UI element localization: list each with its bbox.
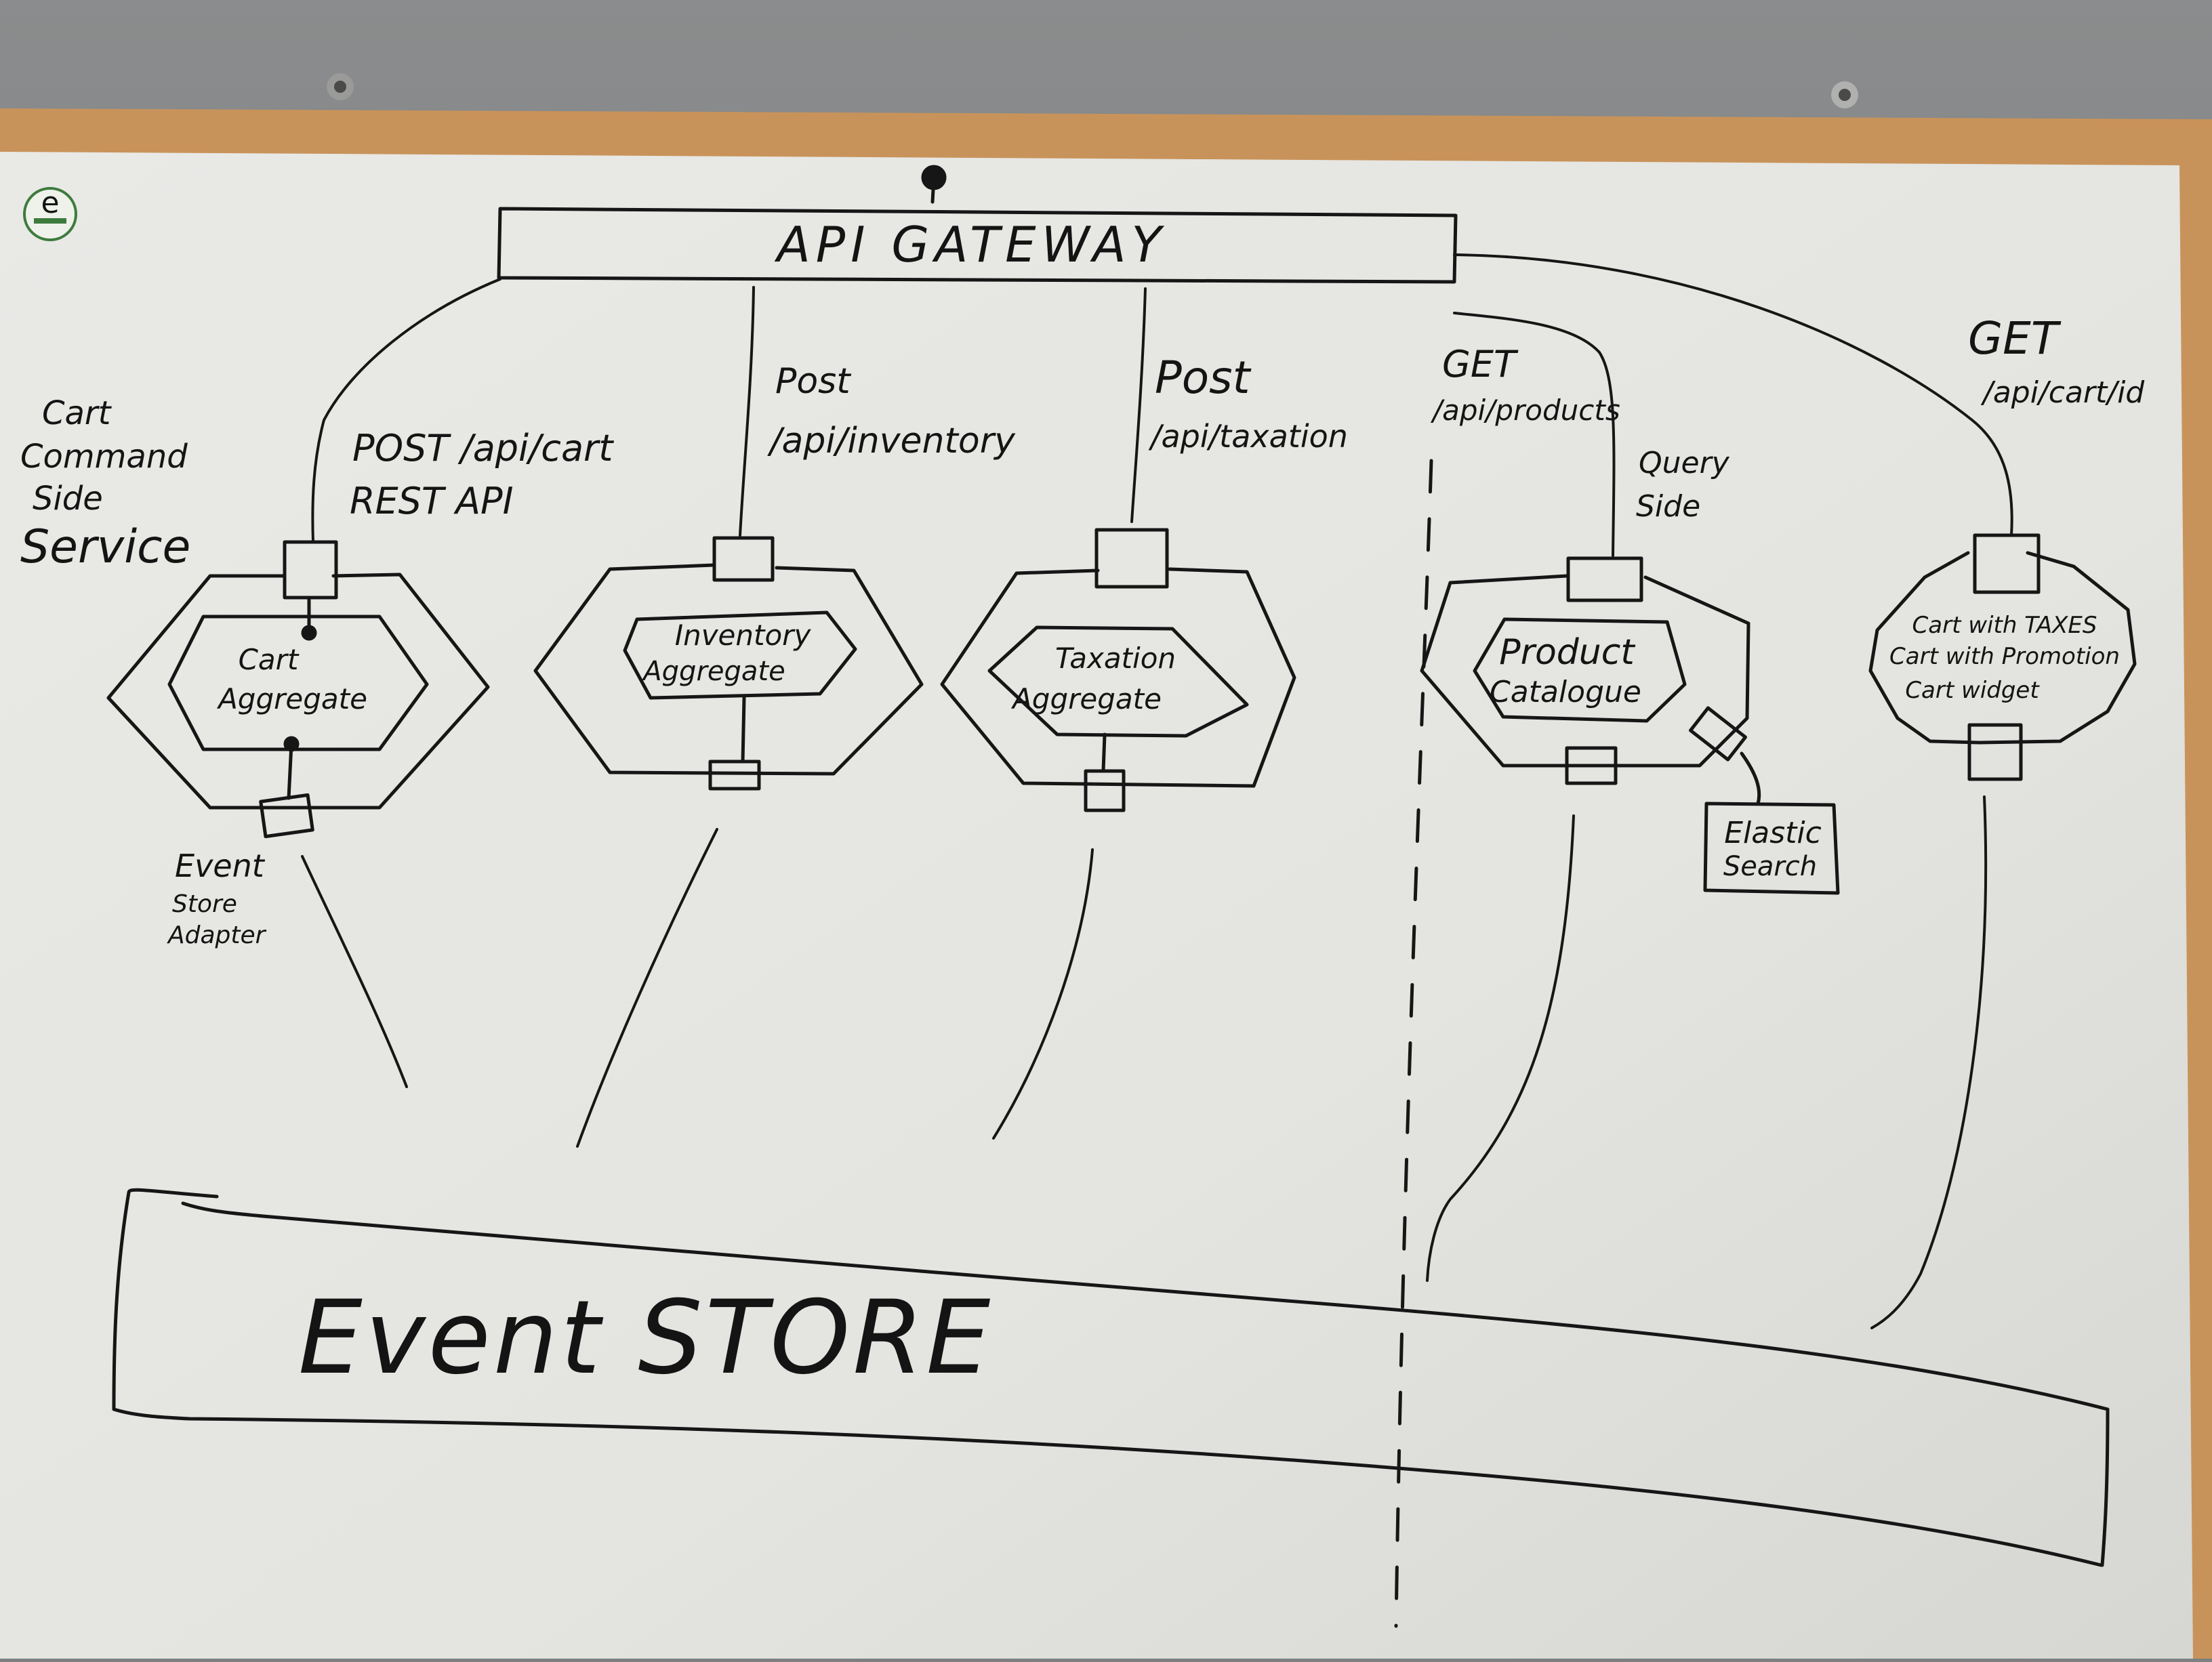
cart-widget-service [1868,533,2137,781]
product-service-outer-hexagon [1420,574,1750,768]
cart-aggregate-inner-hexagon [167,615,429,751]
query-side-line-1: Query [1639,446,1730,480]
cart-widget-endpoint-line-1: GET [1968,312,2062,365]
connector-gateway-product [1453,312,1616,557]
product-port-top [1566,556,1643,602]
api-gateway-label: API GATEWAY [775,216,1167,273]
product-service [1420,556,1840,895]
elastic-search-line-2: Search [1723,851,1817,882]
inventory-service [533,536,924,791]
svg-text:e: e [41,186,59,220]
product-port-search [1688,706,1748,762]
cart-widget-line-1: Cart with TAXES [1912,612,2097,639]
cart-annotation-line-2: Command [20,438,188,476]
cart-annotation-line-1: Cart [42,394,112,432]
event-store-box [112,1188,2110,1567]
taxation-service [940,528,1296,812]
board-surface [0,152,2193,1659]
cart-aggregate-line-2: Aggregate [216,682,367,715]
mounting-screw-right [1831,81,1858,108]
cart-port-link-bottom [287,742,293,800]
api-gateway-box [497,207,1458,284]
cart-annotation-line-4: Service [20,520,190,574]
connector-gateway-taxation [1130,287,1147,523]
inventory-port-link-bottom [741,696,746,764]
cart-aggregate-line-1: Cart [239,643,300,676]
product-endpoint-line-2: /api/products [1430,394,1620,427]
link-product-eventstore [1426,814,1575,1282]
inventory-port-top [712,536,775,582]
elastic-search-box [1703,802,1840,895]
inventory-port-bottom [708,760,761,791]
taxation-endpoint-line-2: /api/taxation [1148,418,1348,455]
gateway-pin-head [921,165,947,190]
inventory-endpoint-line-2: /api/inventory [767,421,1016,461]
cart-port-dot-top [301,625,317,641]
cart-widget-line-2: Cart with Promotion [1889,643,2120,670]
event-store-adapter-line-1: Event [175,848,266,884]
connector-gateway-cart-widget [1453,253,2013,537]
elastic-search-line-1: Elastic [1724,816,1822,850]
cart-widget-outer-octagon [1868,551,2137,745]
event-store-adapter-line-3: Adapter [167,921,267,949]
event-store-adapter-line-2: Store [172,890,237,918]
taxation-aggregate-line-2: Aggregate [1010,682,1162,715]
connector-gateway-inventory [739,286,755,537]
cart-widget-port-top [1973,533,2041,594]
query-side-line-2: Side [1636,489,1700,524]
inventory-aggregate-line-1: Inventory [675,619,812,652]
product-search-link [1740,751,1761,806]
event-store-label: Event STORE [298,1279,993,1397]
product-endpoint-line-1: GET [1442,343,1519,386]
taxation-port-bottom [1084,769,1126,812]
taxation-aggregate-inner-hexagon [987,625,1249,738]
inventory-aggregate-line-2: Aggregate [641,656,785,687]
cart-annotation-line-3: Side [33,480,103,518]
cart-widget-endpoint-line-2: /api/cart/id [1980,375,2145,410]
taxation-endpoint-line-1: Post [1155,352,1252,404]
taxation-port-link-bottom [1101,732,1107,773]
command-query-divider [1394,459,1433,1628]
cart-annotation: Cart Command Side Service [20,394,190,574]
inventory-service-outer-hexagon [533,563,924,776]
link-cart-eventstore [301,855,408,1088]
brand-logo: e [23,186,77,241]
product-catalogue-inner-hexagon [1473,617,1687,723]
inventory-aggregate-inner-hexagon [623,610,857,700]
cart-endpoint-line-2: REST API [350,480,514,522]
mounting-screw-left [327,73,354,100]
taxation-aggregate-line-1: Taxation [1055,642,1176,675]
cart-widget-port-bottom [1967,723,2023,781]
cart-service [106,540,490,839]
taxation-service-outer-hexagon [940,567,1296,788]
taxation-port-top [1094,528,1169,589]
cart-endpoint-line-1: POST /api/cart [352,427,614,470]
link-cart-widget-eventstore [1870,795,1988,1329]
cart-service-outer-hexagon [106,573,490,810]
cart-port-bottom [259,793,314,839]
product-catalogue-line-2: Catalogue [1490,675,1641,709]
link-taxation-eventstore [992,848,1094,1140]
product-catalogue-line-1: Product [1499,632,1635,673]
link-inventory-eventstore [576,828,718,1148]
connector-gateway-cart [311,278,501,543]
product-port-bottom [1565,746,1618,785]
cart-widget-line-3: Cart widget [1905,677,2040,704]
inventory-endpoint-line-1: Post [775,361,851,402]
